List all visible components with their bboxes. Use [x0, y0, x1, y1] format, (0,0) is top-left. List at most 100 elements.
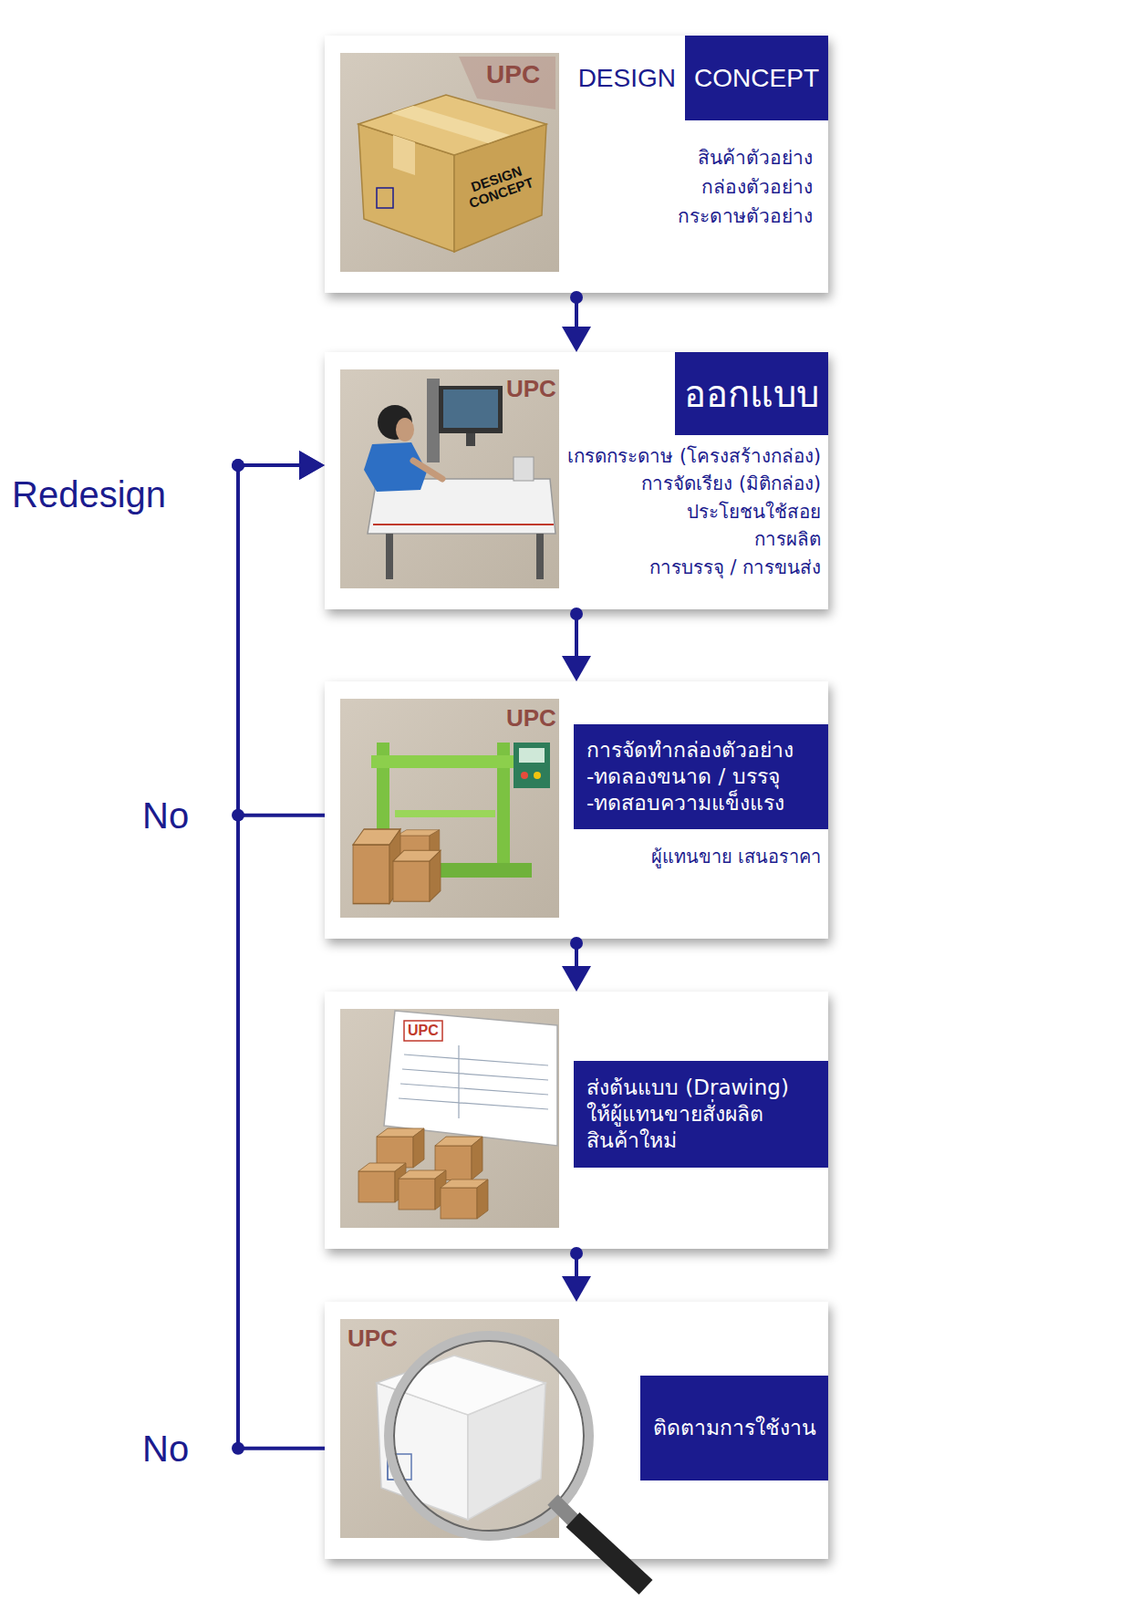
arrowhead	[299, 450, 325, 480]
arrowhead	[561, 965, 592, 992]
connector	[231, 450, 325, 822]
photo-panel	[340, 1008, 560, 1228]
arrowhead	[561, 326, 592, 353]
heading-text: ติดตามการใช้งาน	[653, 1414, 817, 1442]
card-ground	[324, 991, 829, 1249]
heading-band: ติดตามการใช้งาน	[640, 1375, 829, 1481]
monitor-screen	[443, 389, 499, 428]
connector	[561, 607, 592, 682]
monitor-stand	[466, 433, 476, 447]
card-ground	[324, 352, 829, 610]
heading-text: CONCEPT	[694, 62, 820, 94]
table-leg	[385, 533, 394, 580]
body-text: การผลิต	[754, 525, 821, 553]
connector	[561, 936, 592, 992]
heading-text: ออกแบบ	[684, 371, 820, 417]
logo-watermark: UPC	[347, 1324, 398, 1352]
process-card: ส่งต้นแบบ (Drawing) ให้ผู้แทนขายสั่งผลิต…	[324, 991, 829, 1249]
junction-dot	[570, 290, 583, 304]
monitor	[438, 385, 503, 434]
body-text: ประโยชนใช้สอย	[686, 498, 821, 526]
body-text: การบรรจุ / การขนส่ง	[649, 553, 821, 582]
text-group: DESIGN	[578, 35, 676, 121]
heading-text: -ทดลองขนาด / บรรจุ	[586, 763, 780, 790]
sheet-logo: UPC	[407, 1022, 439, 1039]
body-text: DESIGN	[578, 62, 676, 94]
person-face	[395, 417, 415, 442]
junction-dot	[231, 1442, 245, 1455]
text-group: ผู้แทนขาย เสนอราคา	[651, 843, 821, 870]
logo-watermark: UPC	[506, 374, 557, 403]
junction-dot	[570, 936, 583, 950]
text-group: เกรดกระดาษ (โครงสร้างกล่อง)การจัดเรียง (…	[567, 442, 821, 582]
carton-illustration	[358, 56, 556, 252]
connector-line	[238, 465, 325, 816]
process-card: การจัดทำกล่องตัวอย่าง-ทดลองขนาด / บรรจุ-…	[324, 681, 829, 939]
junction-dot	[231, 458, 245, 472]
table-leg	[536, 533, 544, 580]
body-text: เกรดกระดาษ (โครงสร้างกล่อง)	[567, 442, 821, 470]
process-card: ติดตามการใช้งาน	[324, 1301, 829, 1559]
heading-text: -ทดสอบความแข็งแรง	[586, 789, 785, 817]
body-text: กล่องตัวอย่าง	[701, 172, 813, 202]
photo-panel	[340, 698, 560, 918]
body-text: กระดาษตัวอย่าง	[677, 201, 813, 231]
tester-platen	[394, 809, 496, 818]
control-panel	[513, 742, 550, 789]
junction-dot	[231, 458, 245, 472]
card-ground	[324, 35, 829, 293]
heading-text: ส่งต้นแบบ (Drawing) ให้ผู้แทนขายสั่งผลิต…	[586, 1074, 816, 1154]
panel-screen	[518, 747, 545, 763]
carton-print: DESIGN CONCEPT	[449, 156, 550, 216]
sheet-logo	[404, 1020, 443, 1041]
panel-button	[520, 771, 529, 779]
connector-line	[238, 465, 325, 1449]
branch-label: No	[142, 1426, 189, 1471]
carton	[398, 1170, 447, 1210]
person-arm	[413, 460, 443, 479]
handling-icon	[376, 187, 394, 208]
heading-band: CONCEPT	[684, 35, 829, 121]
text-group: สินค้าตัวอย่างกล่องตัวอย่างกระดาษตัวอย่า…	[677, 143, 813, 231]
arrowhead	[561, 1276, 592, 1302]
heading-text: การจัดทำกล่องตัวอย่าง	[586, 736, 794, 764]
drawing-sheet	[383, 1010, 558, 1146]
junction-dot	[570, 607, 583, 621]
arrowhead	[299, 450, 325, 480]
body-text: สินค้าตัวอย่าง	[697, 143, 813, 173]
tester-illustration	[352, 742, 550, 904]
body-text: ผู้แทนขาย เสนอราคา	[651, 843, 821, 870]
connector	[561, 290, 592, 353]
sheet-rules	[398, 1045, 549, 1119]
designer-illustration	[363, 378, 556, 580]
photo-panel	[340, 369, 560, 589]
side-label: Redesign	[11, 472, 167, 517]
carton	[376, 1128, 425, 1168]
branch-label: No	[142, 793, 189, 838]
tester-beam	[371, 755, 518, 768]
table-stripe	[373, 523, 554, 526]
arrowhead	[561, 655, 592, 682]
logo-watermark: UPC	[486, 60, 540, 90]
junction-dot	[570, 1246, 583, 1260]
control-box	[513, 456, 534, 481]
process-card: ออกแบบเกรดกระดาษ (โครงสร้างกล่อง)การจัดเ…	[324, 352, 829, 610]
card-ground	[324, 681, 829, 939]
process-card: CONCEPT DESIGN สินค้าตัวอย่างกล่องตัวอย่าง…	[324, 35, 829, 293]
logo-watermark: UPC	[506, 704, 557, 732]
packing-tape	[391, 105, 510, 144]
heading-band: ส่งต้นแบบ (Drawing) ให้ผู้แทนขายสั่งผลิต…	[573, 1060, 829, 1168]
carton	[393, 850, 441, 902]
drawing-illustration	[358, 1010, 558, 1219]
photo-panel	[340, 52, 560, 272]
heading-band: ออกแบบ	[674, 352, 829, 436]
body-text: การจัดเรียง (มิติกล่อง)	[641, 469, 821, 498]
magnifier-rim	[388, 1335, 590, 1536]
connector	[231, 450, 325, 1455]
magnifier-handle	[572, 1519, 646, 1588]
carton-top	[358, 94, 547, 156]
logo-watermark	[458, 56, 556, 110]
machine-post	[426, 378, 440, 463]
panel-button	[533, 771, 541, 779]
